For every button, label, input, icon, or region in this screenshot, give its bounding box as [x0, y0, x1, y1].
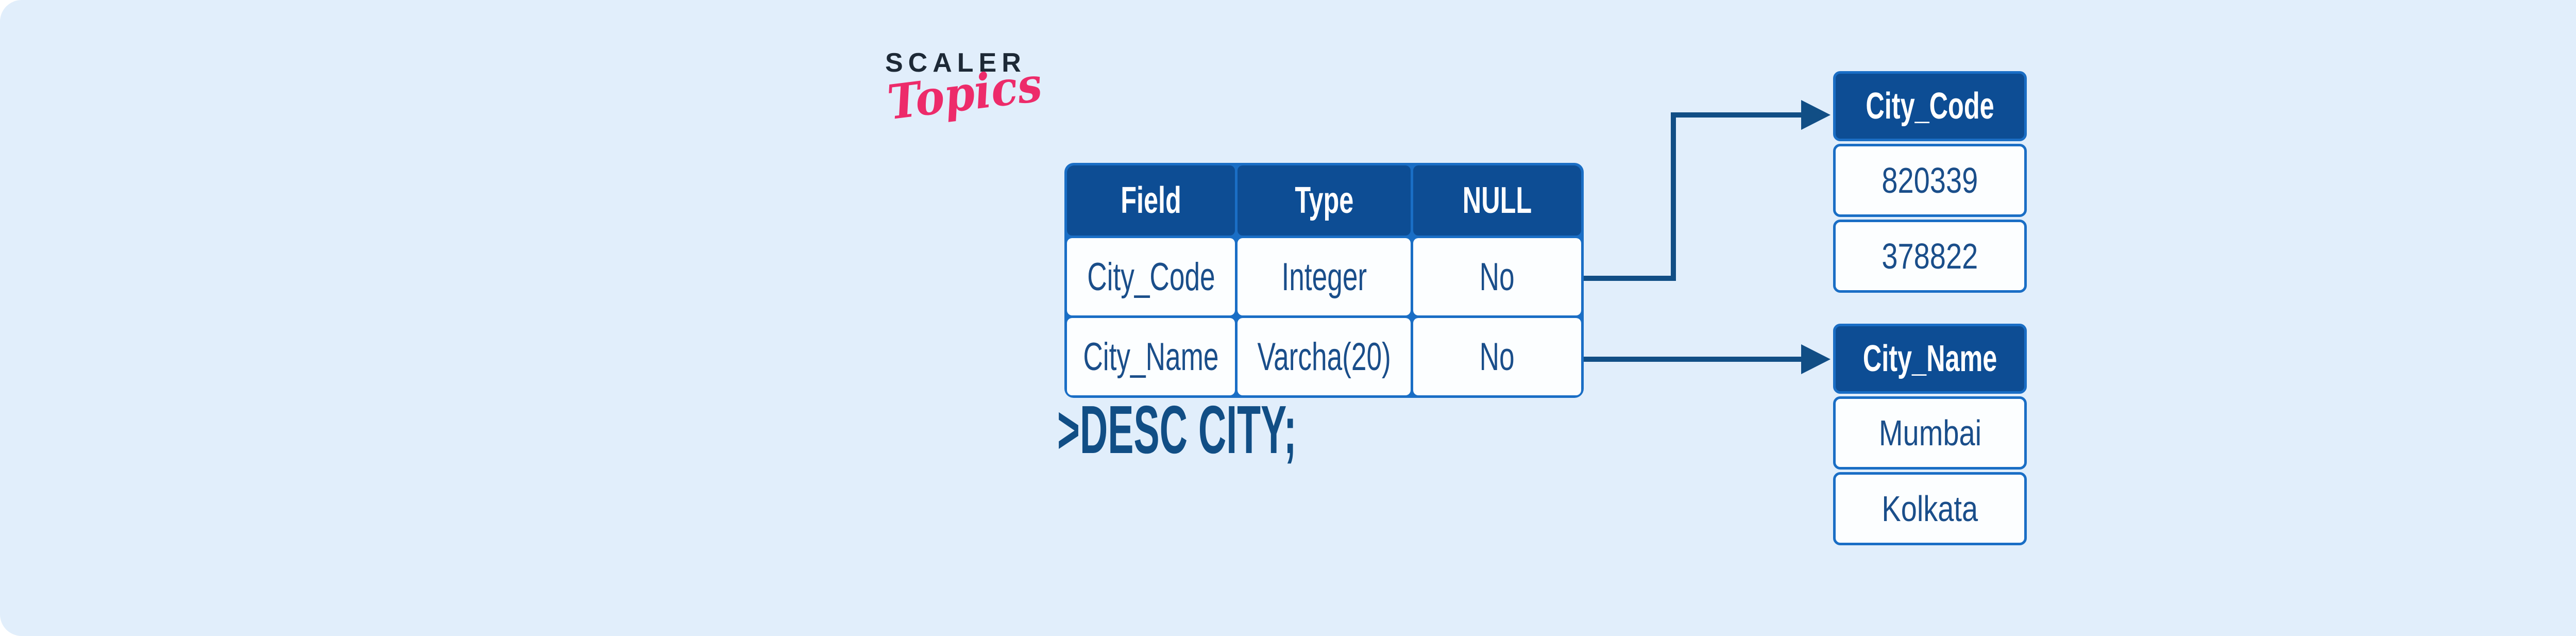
city-name-table: City_Name Mumbai Kolkata: [1833, 324, 2027, 545]
arrowhead-icon-city-name: [1801, 344, 1831, 374]
city-code-value-2: 378822: [1833, 220, 2027, 293]
schema-cell-row1-field: City_Code: [1067, 238, 1235, 315]
city-code-table: City_Code 820339 378822: [1833, 71, 2027, 293]
scaler-topics-logo: SCALER Topics: [885, 47, 1045, 130]
schema-header-type: Type: [1238, 165, 1411, 236]
schema-header-null: NULL: [1413, 165, 1581, 236]
schema-cell-row2-field: City_Name: [1067, 318, 1235, 395]
schema-cell-row2-null: No: [1413, 318, 1581, 395]
arrowhead-icon-city-code: [1801, 100, 1831, 130]
city-code-table-header: City_Code: [1833, 71, 2027, 141]
city-name-value-1: Mumbai: [1833, 396, 2027, 470]
connector-line-city-code: [1584, 112, 1802, 281]
schema-cell-row1-type: Integer: [1238, 238, 1411, 315]
command-text: >DESC CITY;: [1057, 392, 1297, 467]
city-code-value-1: 820339: [1833, 144, 2027, 217]
schema-cell-row2-type: Varcha(20): [1238, 318, 1411, 395]
city-name-table-header: City_Name: [1833, 324, 2027, 394]
schema-cell-row1-null: No: [1413, 238, 1581, 315]
schema-header-field: Field: [1067, 165, 1235, 236]
brand-wordmark: SCALER: [885, 48, 1026, 78]
schema-table: Field Type NULL City_Code Integer No Cit…: [1064, 163, 1584, 398]
city-name-value-2: Kolkata: [1833, 472, 2027, 545]
